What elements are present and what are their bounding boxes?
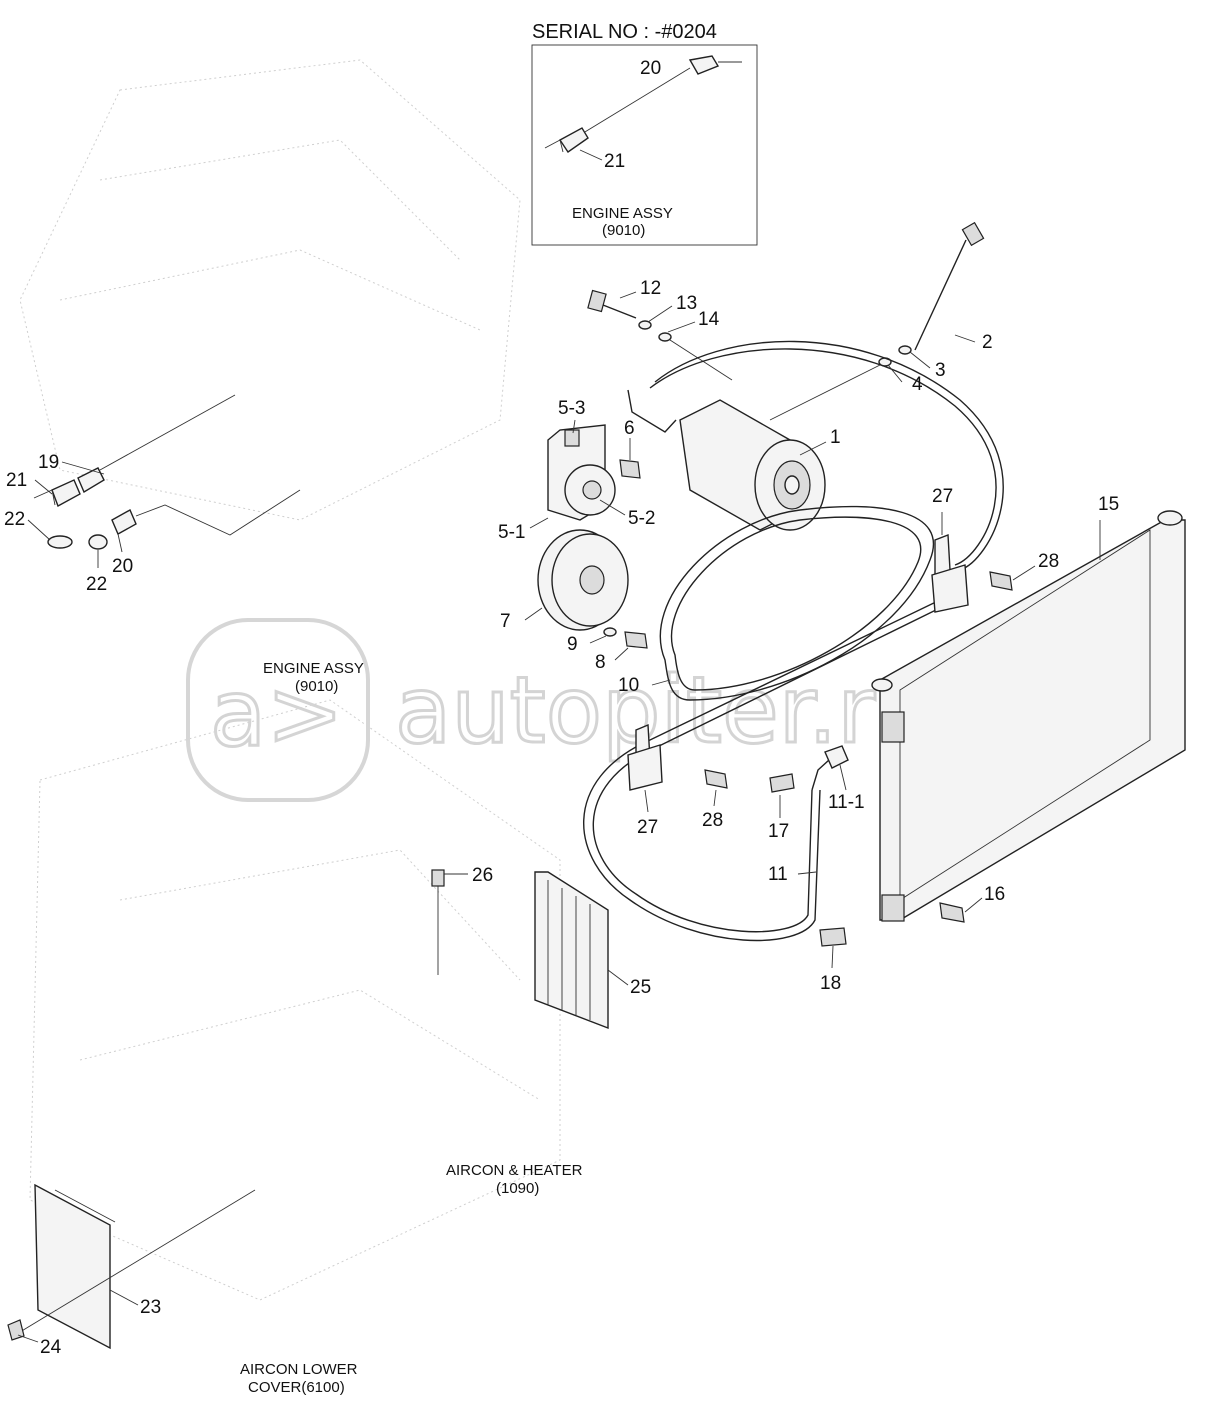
inset-ref-line1: ENGINE ASSY [572, 205, 673, 222]
left-fittings [33, 394, 301, 550]
pipe-6 [627, 389, 677, 433]
label-17: 17 [768, 821, 789, 842]
label-2: 2 [982, 332, 993, 353]
svg-text:a>: a> [210, 660, 343, 767]
inset-label-20: 20 [640, 58, 661, 79]
reference-notes: ENGINE ASSY (9010) AIRCON & HEATER (1090… [240, 660, 583, 1396]
label-11-1: 11-1 [828, 792, 865, 813]
idler-bracket-5 [547, 424, 616, 521]
inset-label-21: 21 [604, 151, 625, 172]
washer-3 [898, 345, 912, 355]
filter-25 [534, 871, 609, 1030]
label-15: 15 [1098, 494, 1119, 515]
label-8: 8 [595, 652, 606, 673]
label-22a: 22 [4, 509, 25, 530]
bolt-8 [624, 631, 648, 649]
label-10: 10 [618, 675, 639, 696]
label-5-3: 5-3 [558, 398, 585, 419]
label-13: 13 [676, 293, 697, 314]
washer-9 [603, 627, 617, 637]
serial-inset: SERIAL NO : -#0204 20 21 ENGINE ASSY (90… [531, 21, 758, 246]
engine-ref-line2: (9010) [295, 678, 338, 695]
label-7: 7 [500, 611, 511, 632]
inset-valve-21 [558, 127, 589, 153]
label-28b: 28 [702, 810, 723, 831]
label-1: 1 [830, 427, 841, 448]
inset-title: SERIAL NO : -#0204 [532, 21, 717, 43]
aircon-lower-cover-23 [7, 1183, 256, 1350]
label-27b: 27 [637, 817, 658, 838]
hoses [583, 340, 1004, 942]
label-28a: 28 [1038, 551, 1059, 572]
label-27a: 27 [932, 486, 953, 507]
watermark-text: autopiter.ru [395, 657, 933, 764]
label-5-2: 5-2 [628, 508, 655, 529]
label-14: 14 [698, 309, 720, 330]
label-18: 18 [820, 973, 841, 994]
bolt-17 [769, 773, 795, 793]
aircon-heater-ref-line1: AIRCON & HEATER [446, 1162, 583, 1179]
watermark: a> autopiter.ru [186, 618, 935, 802]
label-6: 6 [624, 418, 635, 439]
label-5-1: 5-1 [498, 522, 525, 543]
aircon-cover-ref-line2: COVER(6100) [248, 1379, 345, 1396]
fitting-20 [111, 509, 137, 535]
label-4: 4 [912, 374, 923, 395]
label-20: 20 [112, 556, 133, 577]
bolt-18 [819, 927, 847, 947]
clip-22b [88, 534, 108, 550]
label-21: 21 [6, 470, 27, 491]
label-25: 25 [630, 977, 651, 998]
valve-21 [51, 479, 81, 508]
belt-10 [659, 505, 935, 701]
label-23: 23 [140, 1297, 161, 1318]
engine-ref-line1: ENGINE ASSY [263, 660, 364, 677]
screw-26 [431, 869, 445, 975]
part-labels: 1 2 3 4 5-1 5-2 5-3 6 7 8 9 10 11 11-1 1… [4, 278, 1119, 1358]
washer-13 [638, 320, 652, 330]
label-22b: 22 [86, 574, 107, 595]
pulley-7 [537, 529, 629, 631]
label-26: 26 [472, 865, 493, 886]
hose-lower-11 [583, 599, 941, 942]
compressor-1 [679, 399, 826, 531]
condenser-15 [871, 510, 1186, 922]
label-16: 16 [984, 884, 1005, 905]
aircon-cover-ref-line1: AIRCON LOWER [240, 1361, 358, 1378]
washer-14 [658, 332, 672, 342]
inset-ref-line2: (9010) [602, 222, 645, 239]
label-24: 24 [40, 1337, 62, 1358]
fitting-19 [77, 467, 105, 494]
inset-fitting-20 [688, 55, 720, 75]
bolt-28b [704, 769, 728, 789]
wing-bolt-24 [7, 1319, 25, 1341]
mounting-bolts [587, 221, 985, 421]
hose-upper [654, 340, 1004, 571]
fitting-11-1 [824, 745, 849, 769]
label-9: 9 [567, 634, 578, 655]
label-19: 19 [38, 452, 59, 473]
bolt-2 [961, 221, 985, 247]
aircon-heater-ref-line2: (1090) [496, 1180, 539, 1197]
engine-ghost-sketch [19, 59, 561, 1301]
bolt-28a [989, 571, 1013, 591]
bolt-6 [619, 459, 641, 479]
clip-22a [47, 535, 73, 549]
label-11: 11 [768, 864, 788, 885]
label-3: 3 [935, 360, 946, 381]
leader-lines [17, 291, 1101, 1343]
bolt-16 [939, 902, 965, 923]
label-12: 12 [640, 278, 661, 299]
bolt-12 [587, 289, 607, 313]
clamps-27 [627, 534, 969, 791]
